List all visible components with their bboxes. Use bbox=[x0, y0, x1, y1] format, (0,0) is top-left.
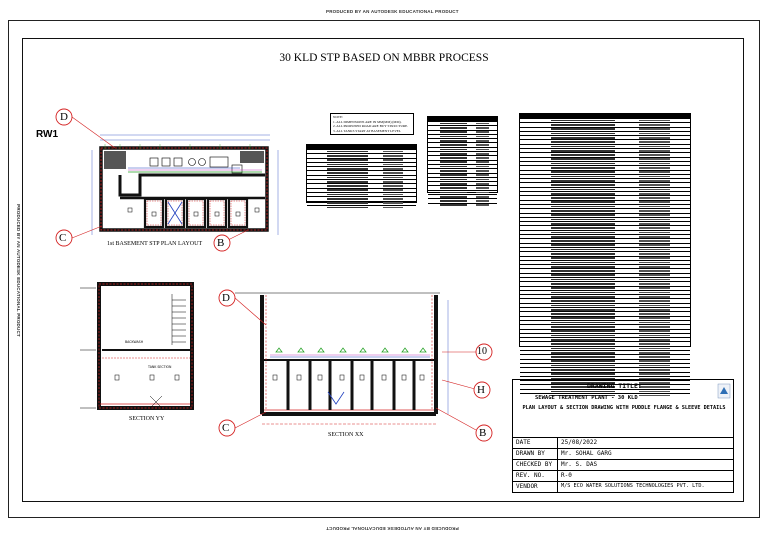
watermark-top: PRODUCED BY AN AUTODESK EDUCATIONAL PROD… bbox=[326, 9, 459, 14]
drawing-main-title: 30 KLD STP BASED ON MBBR PROCESS bbox=[279, 52, 489, 64]
title-block-row-date: DATE 25/08/2022 bbox=[513, 437, 733, 448]
tank-schedule-table bbox=[306, 144, 417, 209]
section-xx-caption: SECTION XX bbox=[328, 432, 364, 438]
checked-by-key: CHECKED BY bbox=[516, 461, 553, 468]
marker-b-section: B bbox=[479, 427, 487, 439]
date-key: DATE bbox=[516, 439, 531, 446]
title-block-line1: SEWAGE TREATMENT PLANT - 30 KLD bbox=[535, 395, 638, 401]
vendor-value: M/S ECO WATER SOLUTIONS TECHNOLOGIES PVT… bbox=[561, 483, 705, 489]
title-block-line2: PLAN LAYOUT & SECTION DRAWING WITH PUDDL… bbox=[522, 405, 726, 411]
title-block-heading: DRAWING TITLE: bbox=[587, 382, 642, 390]
title-block-row-drawn: DRAWN BY Mr. SOHAL GARG bbox=[513, 448, 733, 459]
vendor-key: VENDOR bbox=[516, 483, 538, 490]
equipment-schedule-table bbox=[427, 116, 498, 207]
marker-h-section: H bbox=[477, 384, 485, 396]
section-xx bbox=[218, 289, 493, 442]
drawn-by-value: Mr. SOHAL GARG bbox=[561, 450, 612, 457]
marker-10-section: 10 bbox=[477, 346, 487, 357]
marker-b-plan: B bbox=[217, 237, 225, 249]
marker-d-plan: D bbox=[60, 111, 68, 123]
inner-frame bbox=[22, 38, 744, 502]
section-yy: BACKWASH TANK SECTION bbox=[80, 282, 194, 410]
notes-box: NOTE: 1. ALL DIMENSIONS ARE IN MM(MM) (M… bbox=[330, 113, 414, 135]
rev-no-value: R-0 bbox=[561, 472, 572, 479]
notes-line-2: 2. ALL PROPOSED ROAD ARE BUY STRUCTURE. bbox=[333, 124, 409, 129]
notes-heading: NOTE: bbox=[333, 115, 343, 119]
svg-text:BACKWASH: BACKWASH bbox=[125, 340, 144, 344]
svg-text:TANK SECTION: TANK SECTION bbox=[147, 365, 172, 369]
drawn-by-key: DRAWN BY bbox=[516, 450, 545, 457]
plan-caption: 1st BASEMENT STP PLAN LAYOUT bbox=[107, 241, 203, 247]
marker-d-section: D bbox=[222, 292, 230, 304]
rev-no-key: REV. NO. bbox=[516, 472, 545, 479]
title-block: DRAWING TITLE: SEWAGE TREATMENT PLANT - … bbox=[512, 379, 734, 493]
title-block-row-rev: REV. NO. R-0 bbox=[513, 470, 733, 481]
checked-by-value: Mr. S. DAS bbox=[561, 461, 598, 468]
plan-layout bbox=[55, 108, 279, 252]
marker-c-plan: C bbox=[59, 232, 67, 244]
title-block-row-vendor: VENDOR M/S ECO WATER SOLUTIONS TECHNOLOG… bbox=[513, 481, 733, 493]
plan-code-label: RW1 bbox=[36, 129, 59, 140]
title-block-row-checked: CHECKED BY Mr. S. DAS bbox=[513, 459, 733, 470]
outer-frame bbox=[8, 20, 760, 518]
section-yy-caption: SECTION YY bbox=[129, 416, 165, 422]
notes-line-1: 1. ALL DIMENSIONS ARE IN MM(MM) (MM). bbox=[333, 119, 402, 124]
notes-line-3: 3. ALL TANKS START AT BASEMENT LEVEL bbox=[333, 128, 401, 133]
company-logo bbox=[717, 383, 731, 399]
date-value: 25/08/2022 bbox=[561, 439, 598, 446]
marker-c-section: C bbox=[222, 422, 230, 434]
pipe-flange-sleeve-table bbox=[519, 113, 691, 397]
